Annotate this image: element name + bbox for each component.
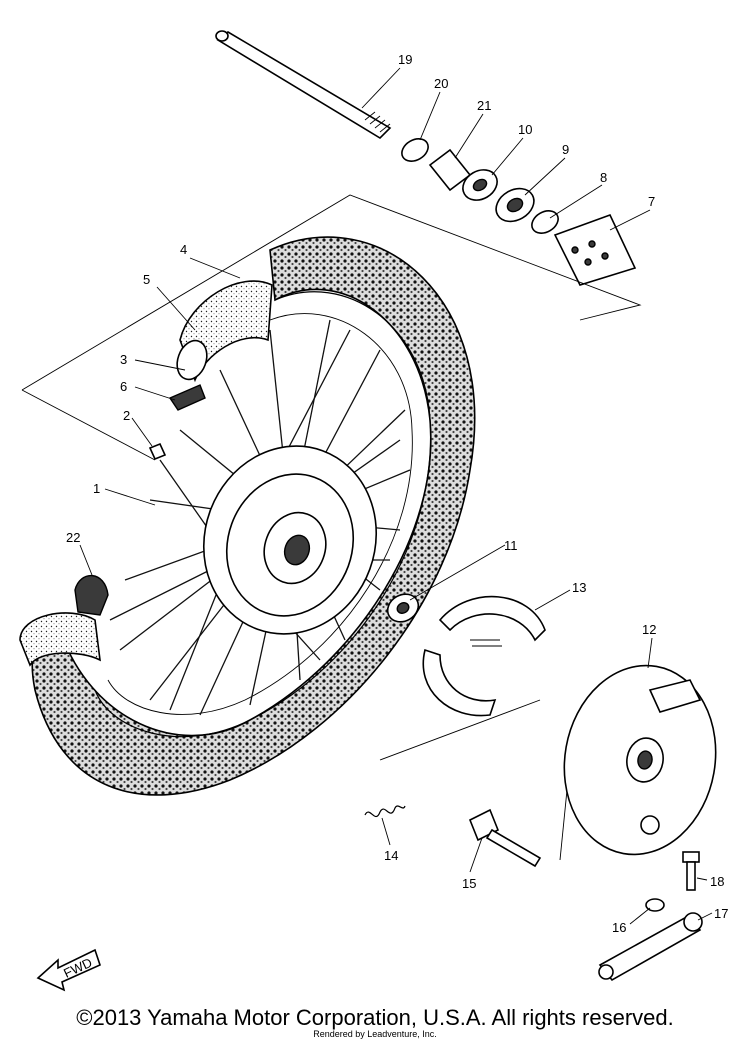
callout-18: 18 [710, 874, 724, 889]
callout-10: 10 [518, 122, 532, 137]
exploded-wheel-diagram: FWD 19 20 21 10 9 8 7 4 5 3 6 [19, 30, 728, 992]
fwd-arrow-icon [36, 948, 101, 992]
rendered-by-note: Rendered by Leadventure, Inc. [313, 1029, 437, 1039]
callout-17: 17 [714, 906, 728, 921]
spring-part [364, 805, 406, 818]
brake-plate-part [563, 664, 717, 856]
cam-lever-part [598, 912, 703, 982]
callout-4: 4 [180, 242, 187, 257]
callout-20: 20 [434, 76, 448, 91]
axle [215, 30, 392, 140]
inner-tube-part [168, 280, 273, 411]
callout-7: 7 [648, 194, 655, 209]
leader-lines [79, 67, 713, 925]
bearing-part [386, 593, 420, 623]
copyright-notice: ©2013 Yamaha Motor Corporation, U.S.A. A… [76, 1005, 674, 1030]
rim [94, 291, 432, 738]
camshaft-part [468, 808, 542, 868]
spoke-nipple-part [148, 442, 167, 461]
callout-22: 22 [66, 530, 80, 545]
axle-parts [401, 138, 637, 286]
callout-14: 14 [384, 848, 398, 863]
callout-9: 9 [562, 142, 569, 157]
callout-5: 5 [143, 272, 150, 287]
callout-3: 3 [120, 352, 127, 367]
bolt-part [682, 851, 700, 891]
callout-1: 1 [93, 481, 100, 496]
hub [202, 445, 378, 635]
tire-cutaway [19, 574, 109, 667]
callout-6: 6 [120, 379, 127, 394]
callout-2: 2 [123, 408, 130, 423]
callout-19: 19 [398, 52, 412, 67]
brake-shoes-part [422, 595, 546, 717]
callout-labels: 19 20 21 10 9 8 7 4 5 3 6 2 1 22 11 13 1… [66, 52, 728, 935]
washer-part [645, 898, 665, 912]
callout-16: 16 [612, 920, 626, 935]
callout-12: 12 [642, 622, 656, 637]
callout-15: 15 [462, 876, 476, 891]
callout-8: 8 [600, 170, 607, 185]
callout-13: 13 [572, 580, 586, 595]
fwd-label: FWD [61, 955, 94, 981]
callout-11: 11 [504, 538, 518, 553]
callout-21: 21 [477, 98, 491, 113]
